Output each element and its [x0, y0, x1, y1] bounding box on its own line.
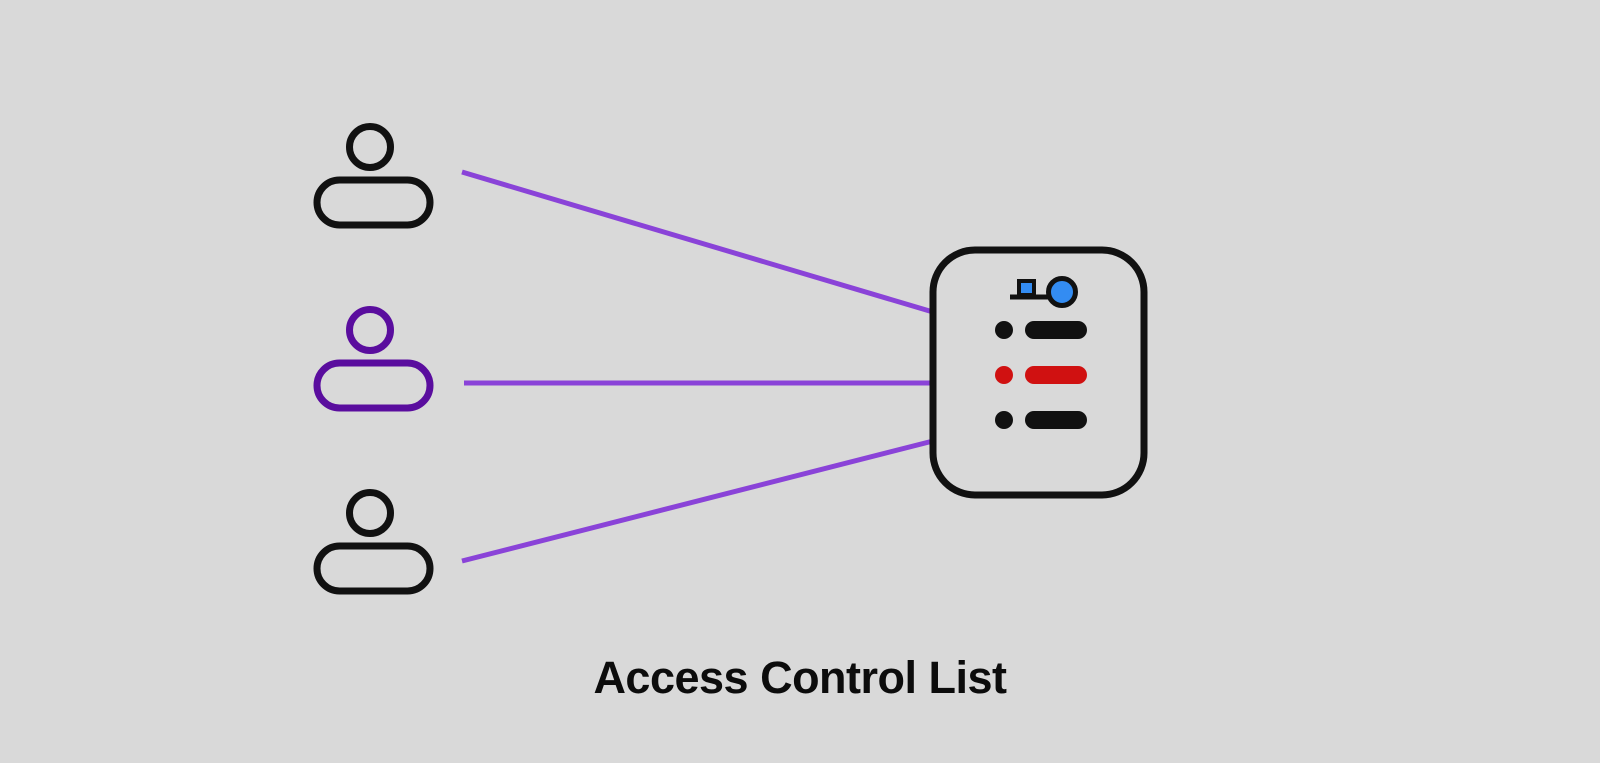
user-body-icon [313, 176, 434, 229]
user-head-icon [346, 123, 394, 171]
user-icon-middle [313, 306, 434, 412]
user-head-icon [346, 306, 394, 354]
user-body-icon [313, 542, 434, 595]
user-body-icon [313, 359, 434, 412]
user-head-icon [346, 489, 394, 537]
diagram-title: Access Control List [593, 652, 1007, 703]
user-icon-bottom [313, 489, 434, 595]
user-icon-top [313, 123, 434, 229]
acl-entry-3 [995, 411, 1087, 429]
acl-document-border [929, 246, 1148, 499]
entry-bar [1025, 366, 1087, 384]
key-icon [1010, 276, 1078, 308]
entry-bar [1025, 321, 1087, 339]
acl-entry-1 [995, 321, 1087, 339]
key-head [1046, 276, 1078, 308]
connector-line-top [461, 169, 934, 315]
entry-bar [1025, 411, 1087, 429]
entry-bullet [995, 411, 1013, 429]
entry-bullet [995, 321, 1013, 339]
connector-line-bottom [461, 438, 934, 564]
acl-document [929, 246, 1148, 499]
key-tooth [1017, 279, 1036, 297]
acl-entry-2 [995, 366, 1087, 384]
entry-bullet [995, 366, 1013, 384]
